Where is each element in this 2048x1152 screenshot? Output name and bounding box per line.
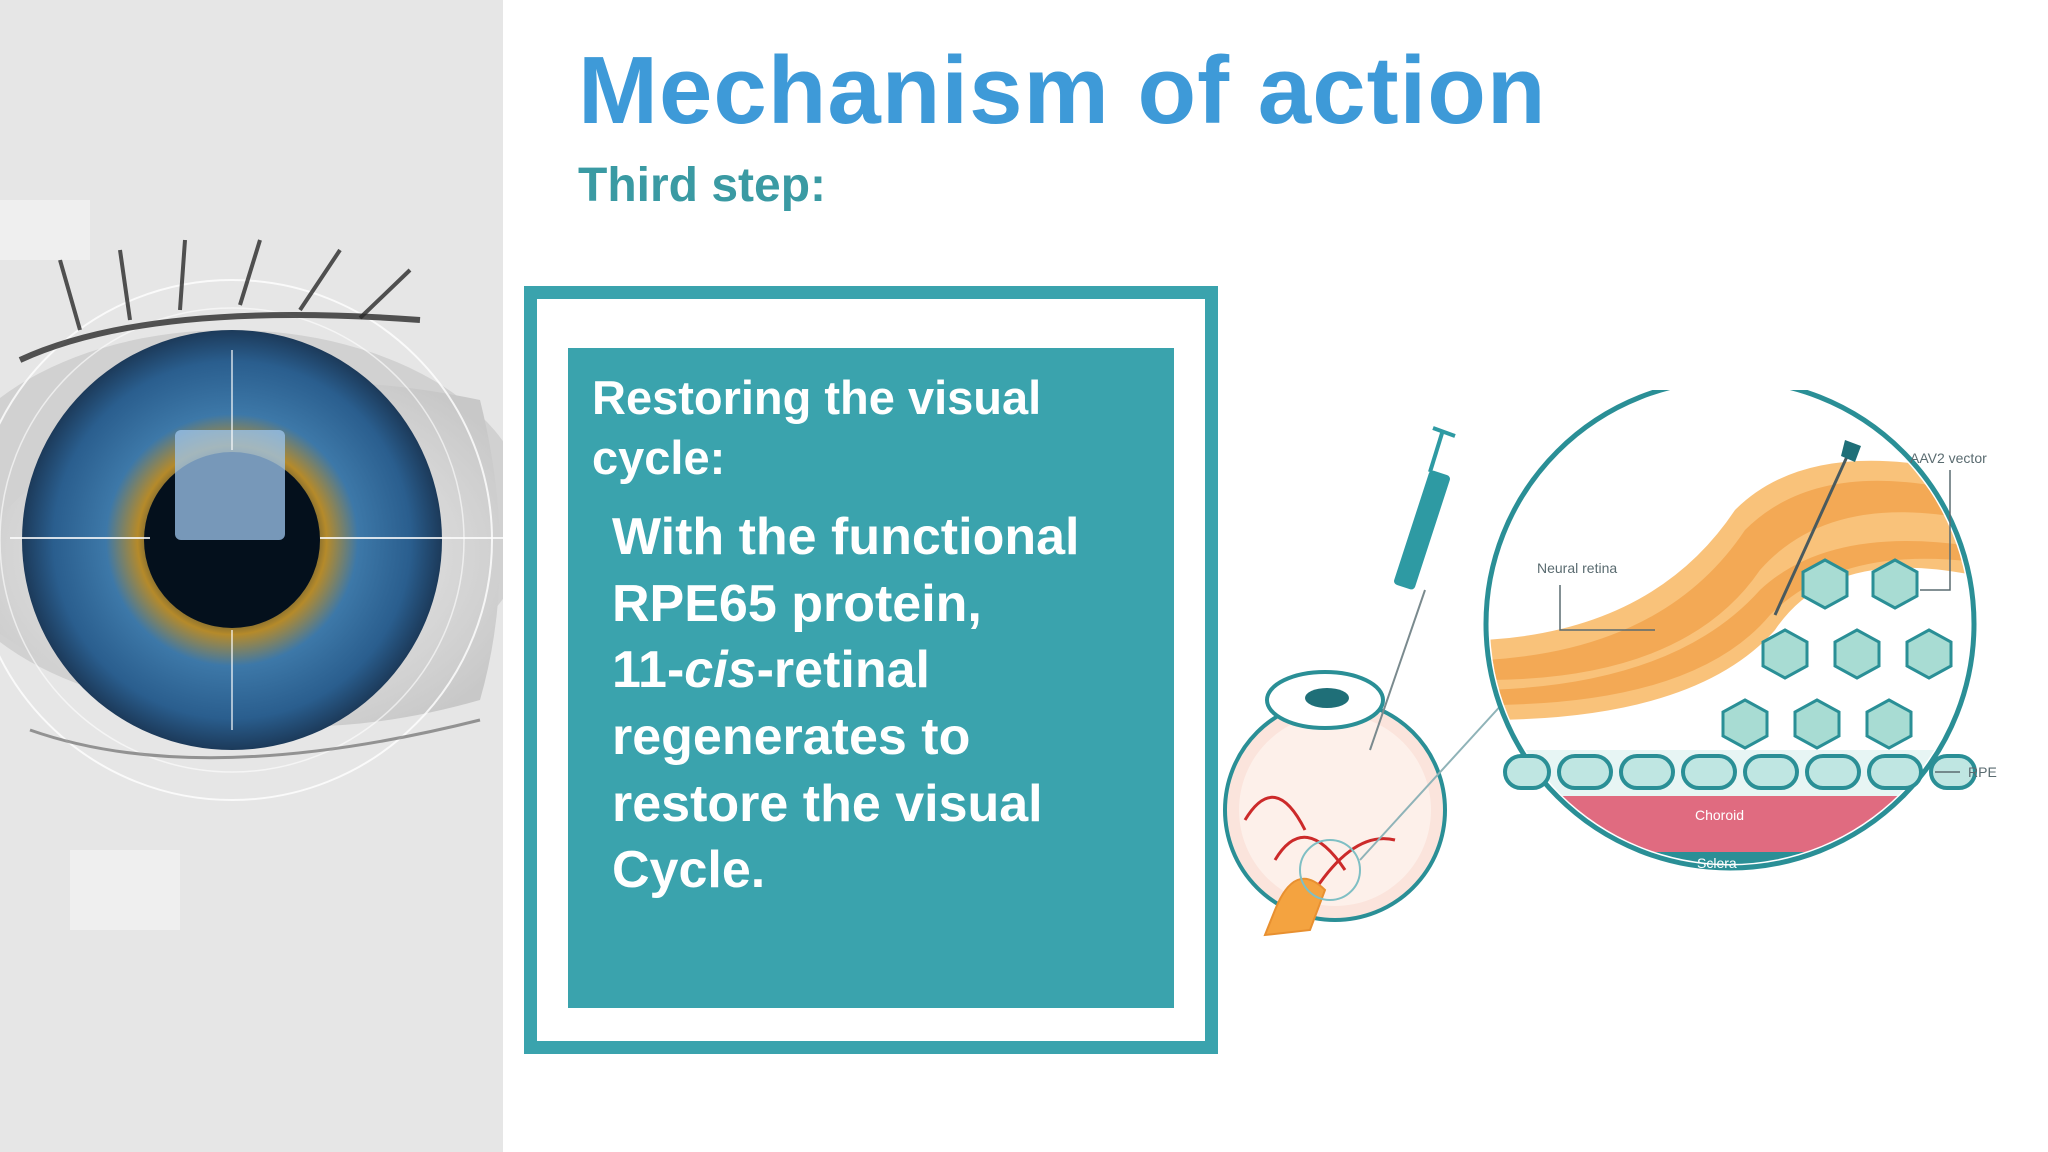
eye-illustration: [0, 0, 503, 1152]
rpe-cells: [1503, 754, 1977, 790]
box-heading: Restoring the visual cycle:: [592, 368, 1150, 488]
label-sclera: Sclera: [1697, 855, 1737, 871]
eyeball-illustration: [1223, 670, 1516, 937]
label-choroid: Choroid: [1695, 807, 1744, 823]
label-neural-retina: Neural retina: [1537, 560, 1617, 576]
box-body: With the functional RPE65 protein, 11-ci…: [612, 504, 1150, 903]
eye-photo: [0, 0, 503, 1152]
body-line3-italic: cis: [684, 641, 757, 700]
box-heading-line2: cycle:: [592, 431, 726, 485]
box-body-line4: regenerates to: [612, 707, 971, 766]
body-line3-suffix: -retinal: [756, 641, 930, 700]
label-rpe: RPE: [1968, 764, 1997, 780]
box-body-line6: Cycle.: [612, 841, 766, 900]
box-body-line3: 11-cis-retinal: [612, 637, 1150, 704]
slide-title: Mechanism of action: [578, 37, 1547, 144]
gene-therapy-diagram: Neural retina AAV2 vector RPE Choroid Sc…: [1223, 390, 1997, 937]
retina-zoom-circle: [1483, 390, 1977, 871]
box-body-line2: RPE65 protein,: [612, 574, 982, 633]
box-heading-line1: Restoring the visual: [592, 371, 1042, 424]
box-body-line1: With the functional: [612, 508, 1080, 567]
slide-subtitle: Third step:: [578, 159, 826, 212]
content-box: Restoring the visual cycle: With the fun…: [568, 348, 1174, 1008]
label-aav2-vector: AAV2 vector: [1910, 450, 1987, 466]
body-line3-prefix: 11-: [612, 641, 685, 700]
aav2-particles: [1721, 558, 1953, 750]
syringe-icon: [1369, 426, 1456, 751]
box-body-line5: restore the visual: [612, 774, 1043, 833]
